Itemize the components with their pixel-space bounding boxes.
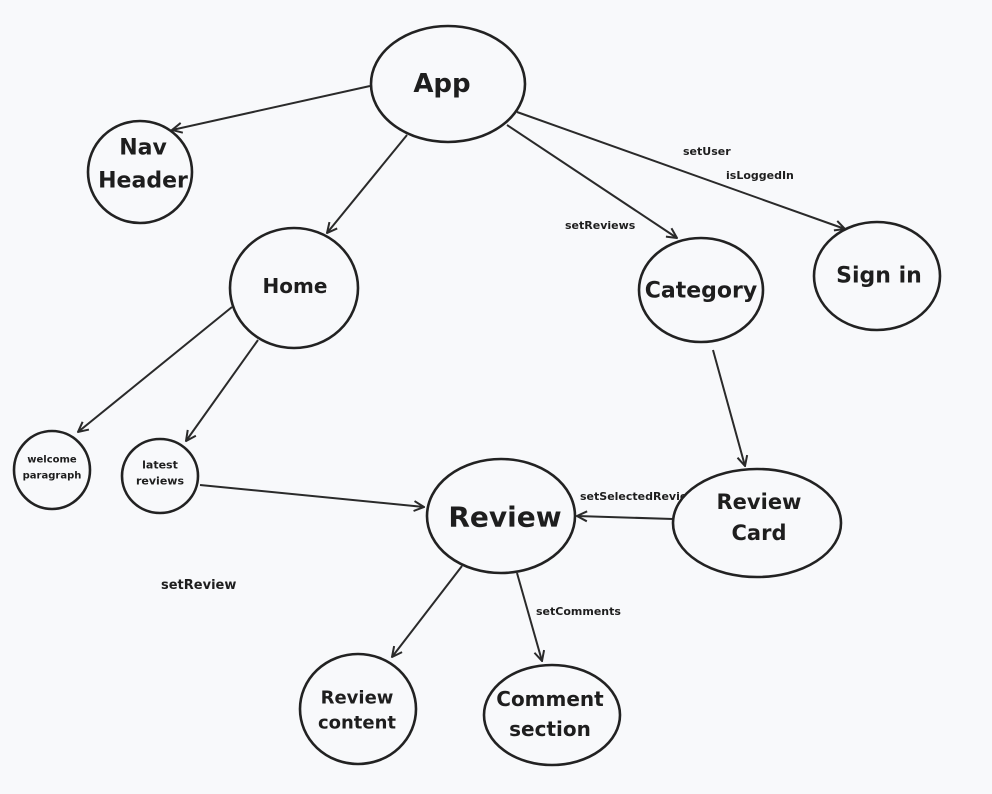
edge-review-card-to-review <box>577 516 674 519</box>
node-welcome-paragraph-line-1: welcome <box>27 455 77 466</box>
label-set-user: setUser <box>683 145 731 158</box>
node-comment-section: Comment section <box>482 663 622 767</box>
node-review-label: Review <box>448 501 561 534</box>
node-app: App <box>369 24 527 144</box>
edge-latest-reviews-to-review <box>199 484 424 507</box>
node-comment-section-line-1: Comment <box>496 687 604 711</box>
label-set-selected-review: setSelectedReview <box>580 490 698 503</box>
node-welcome-paragraph: welcome paragraph <box>12 429 92 511</box>
node-review-content-line-2: content <box>318 713 396 734</box>
node-nav-header-line-2: Header <box>98 169 188 194</box>
node-nav-header-line-1: Nav <box>119 136 167 161</box>
node-review: Review <box>425 457 577 575</box>
edge-app-to-home <box>327 134 408 233</box>
edge-app-to-category <box>506 124 677 238</box>
node-review-card: Review Card <box>671 467 843 579</box>
node-welcome-paragraph-line-2: paragraph <box>23 471 82 482</box>
node-review-card-line-2: Card <box>732 521 787 545</box>
node-home: Home <box>228 226 360 350</box>
node-sign-in: Sign in <box>812 220 942 332</box>
label-set-review: setReview <box>161 578 236 593</box>
label-set-comments: setComments <box>536 605 621 618</box>
edge-home-to-welcome-paragraph <box>78 306 233 432</box>
node-nav-header: Nav Header <box>86 119 194 225</box>
node-review-content: Review content <box>298 652 418 766</box>
node-home-label: Home <box>263 274 328 298</box>
node-review-card-line-1: Review <box>717 490 802 514</box>
node-app-label: App <box>413 69 470 99</box>
node-sign-in-label: Sign in <box>836 264 922 289</box>
label-set-reviews: setReviews <box>565 219 636 232</box>
edge-review-to-review-content <box>392 565 463 657</box>
node-latest-reviews: latest reviews <box>120 437 200 515</box>
edge-home-to-latest-reviews <box>186 339 259 441</box>
edge-review-to-comment-section <box>516 572 542 661</box>
node-latest-reviews-line-1: latest <box>142 459 178 472</box>
edge-app-to-nav-header <box>172 85 371 130</box>
node-latest-reviews-line-2: reviews <box>136 475 184 488</box>
edge-category-to-review-card <box>712 349 745 466</box>
label-is-logged-in: isLoggedIn <box>726 169 794 182</box>
node-comment-section-line-2: section <box>509 717 591 741</box>
node-category-label: Category <box>645 279 757 304</box>
node-review-content-line-1: Review <box>321 688 394 709</box>
edge-app-to-sign-in <box>516 111 845 229</box>
node-category: Category <box>637 236 765 344</box>
